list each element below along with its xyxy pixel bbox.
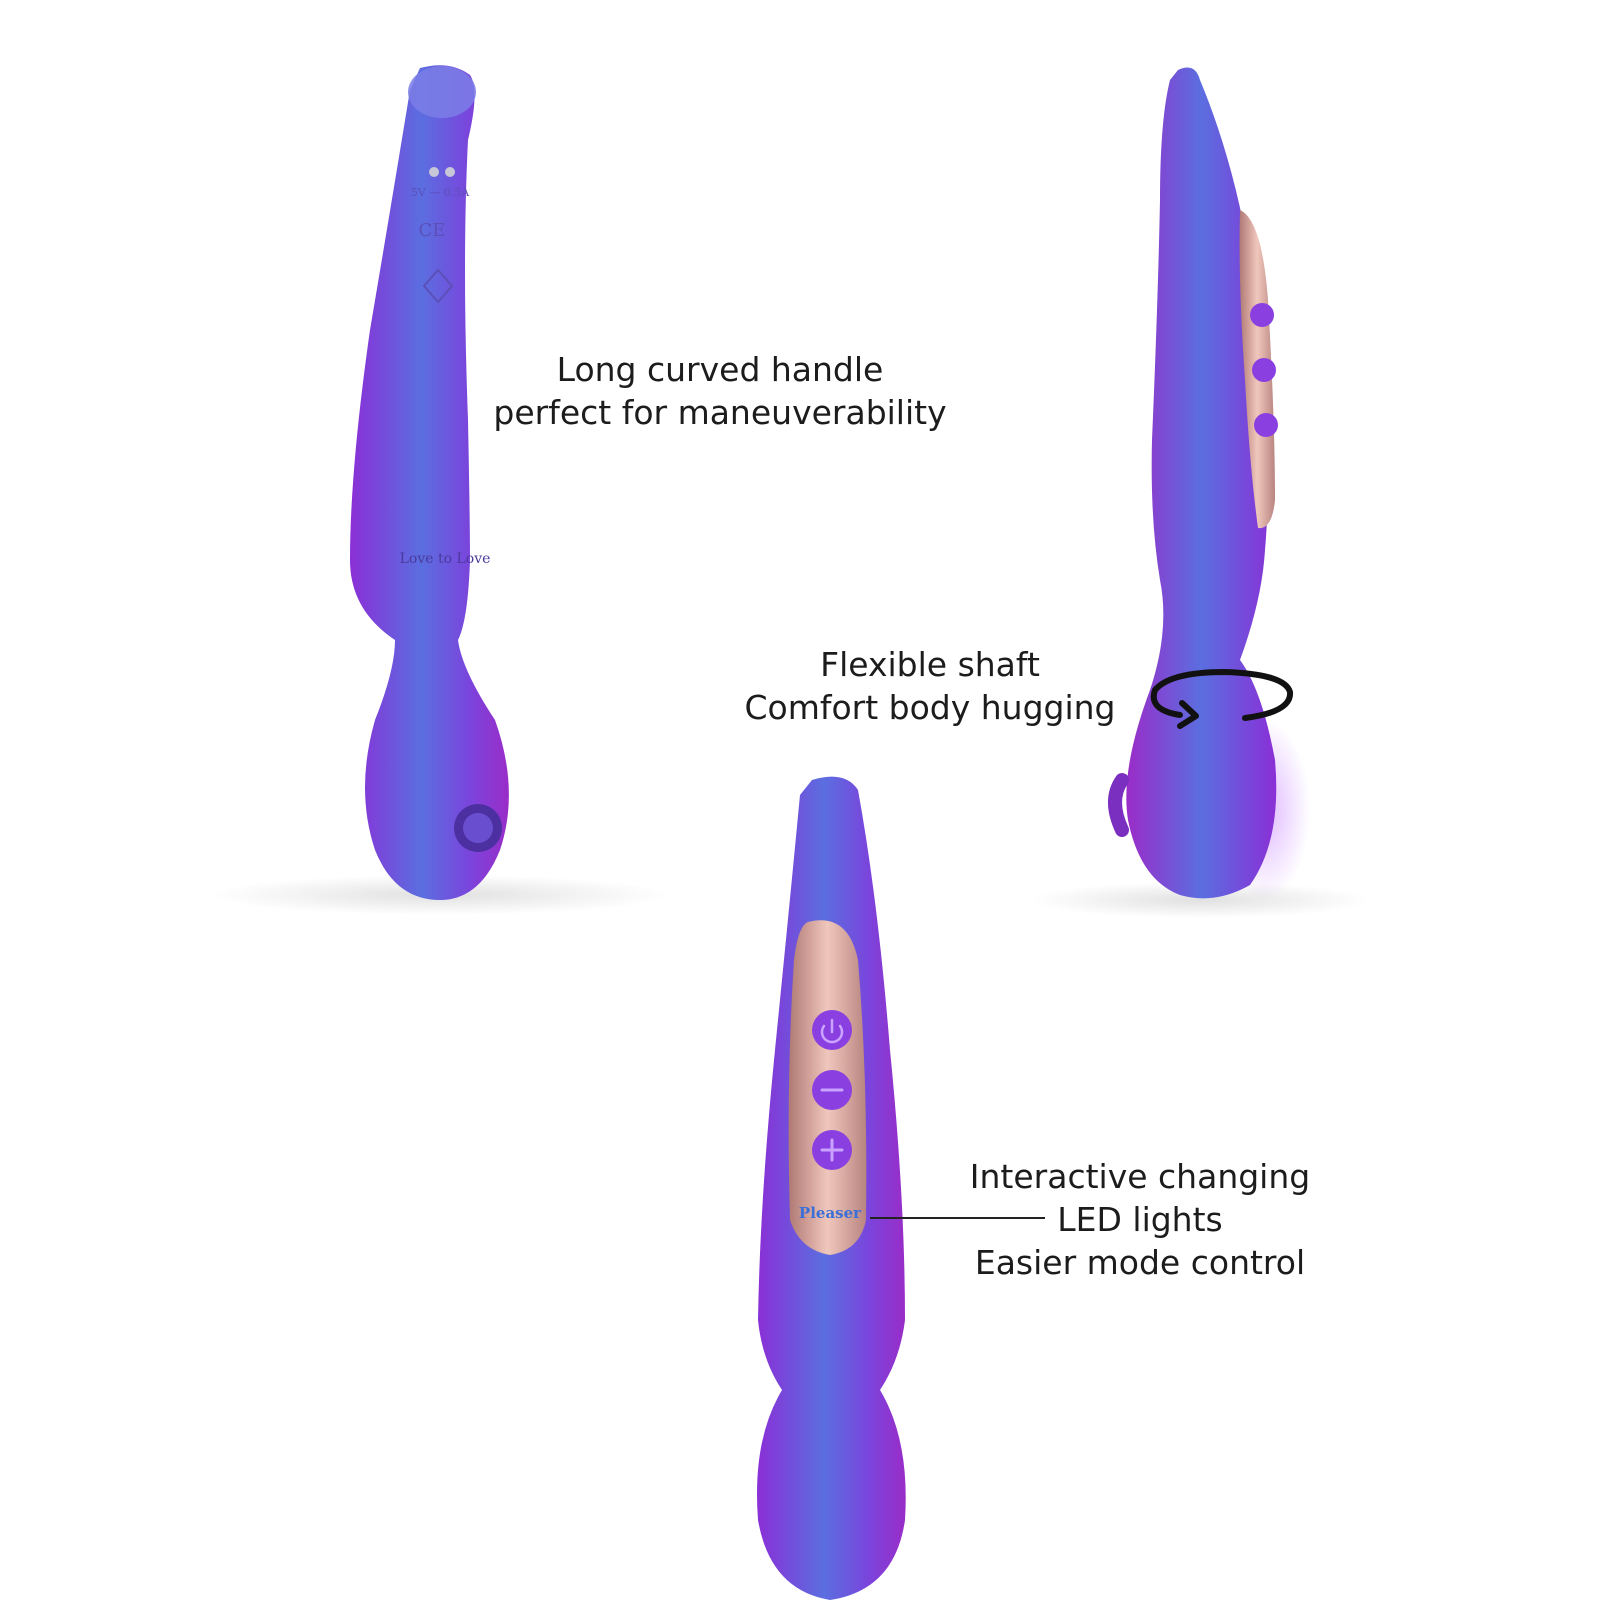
- caption-shaft-line1: Flexible shaft: [820, 645, 1040, 684]
- side-view-body: [1126, 67, 1277, 899]
- caption-flexible-shaft: Flexible shaft Comfort body hugging: [730, 643, 1130, 729]
- caption-led-lights: Interactive changing LED lights Easier m…: [960, 1155, 1320, 1284]
- back-rating-text: 5V — 0.5A: [411, 186, 470, 199]
- product-front-view: Pleaser: [757, 776, 1045, 1600]
- back-cert-text: CE: [419, 220, 446, 241]
- product-side-view: [1030, 67, 1370, 918]
- side-minus-button-icon: [1252, 358, 1276, 382]
- brand-engraving-text: Love to Love: [400, 551, 491, 567]
- caption-handle-line1: Long curved handle: [556, 350, 884, 389]
- caption-led-line2: LED lights: [1057, 1200, 1223, 1239]
- caption-handle-line2: perfect for maneuverability: [493, 393, 947, 432]
- caption-shaft-line2: Comfort body hugging: [744, 688, 1116, 727]
- diamond-mark-icon: [422, 268, 454, 304]
- caption-curved-handle: Long curved handle perfect for maneuvera…: [470, 348, 970, 434]
- panel-logo-text: Pleaser: [799, 1204, 862, 1222]
- back-view-body: [350, 65, 509, 900]
- caption-led-line3: Easier mode control: [974, 1243, 1306, 1282]
- side-plus-button-icon: [1254, 413, 1278, 437]
- side-power-button-icon: [1250, 303, 1274, 327]
- caption-led-line1: Interactive changing: [969, 1157, 1311, 1196]
- product-back-view: 5V — 0.5A CE Love to Love: [210, 65, 670, 915]
- rotation-arrow-icon: [1150, 668, 1293, 729]
